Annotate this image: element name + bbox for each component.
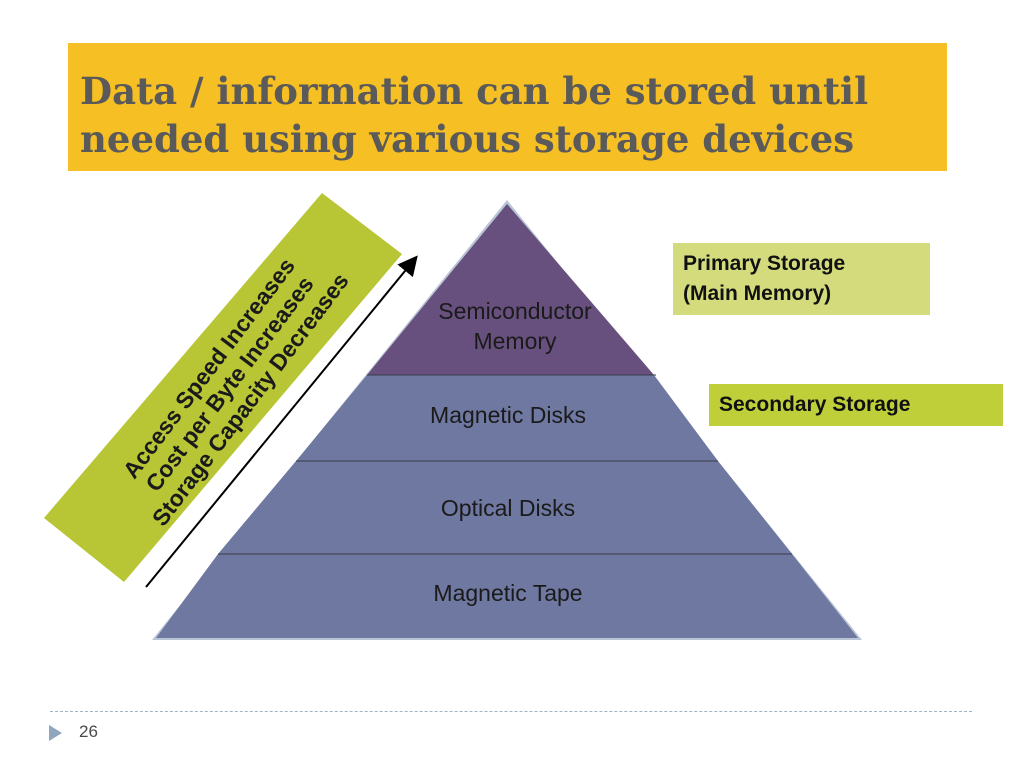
triangle-bullet-icon bbox=[49, 725, 62, 741]
slide-title-box: Data / information can be stored until n… bbox=[68, 43, 947, 171]
tier-label-magnetic-tape: Magnetic Tape bbox=[433, 580, 583, 606]
secondary-storage-callout: Secondary Storage bbox=[709, 384, 1003, 426]
page-number: 26 bbox=[79, 722, 98, 741]
footer-divider bbox=[50, 711, 972, 712]
tier-label-magnetic-disks: Magnetic Disks bbox=[430, 402, 586, 428]
tier-label-semiconductor: Semiconductor Memory bbox=[438, 298, 592, 354]
tier-label-optical-disks: Optical Disks bbox=[440, 495, 576, 521]
pyramid-tier-semiconductor bbox=[367, 204, 654, 375]
primary-storage-callout: Primary Storage (Main Memory) bbox=[673, 243, 930, 315]
slide-title: Data / information can be stored until n… bbox=[80, 69, 869, 161]
